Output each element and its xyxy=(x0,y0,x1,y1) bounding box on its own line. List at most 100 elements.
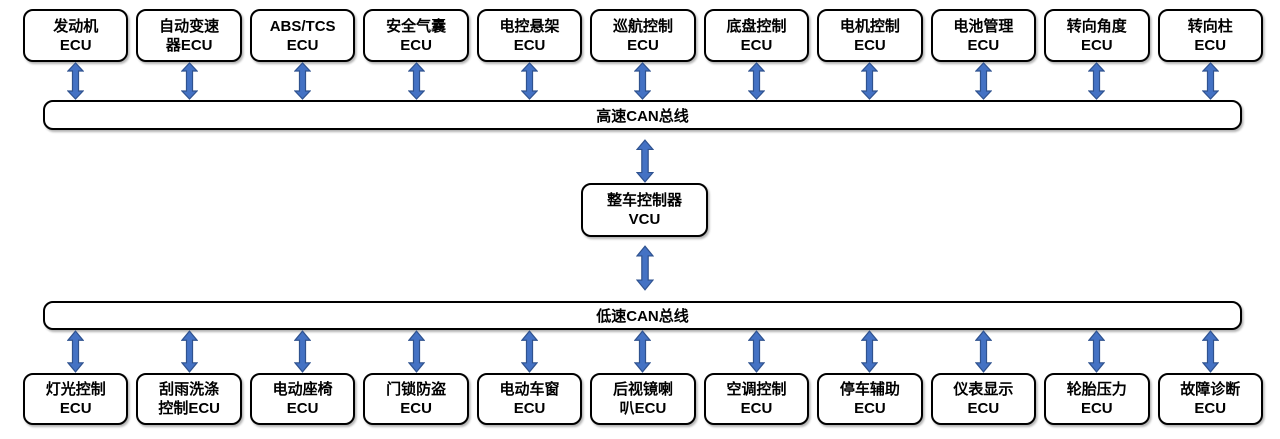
ecu-label-line: ECU xyxy=(286,400,319,417)
double-arrow-icon xyxy=(861,62,878,100)
double-arrow-icon xyxy=(67,62,84,100)
ecu-label-line: 底盘控制 xyxy=(726,17,787,35)
double-arrow-icon xyxy=(975,330,992,373)
ecu-column: 灯光控制 ECU xyxy=(23,330,129,425)
ecu-box: 灯光控制 ECU xyxy=(23,373,129,425)
double-arrow-icon xyxy=(748,62,765,100)
ecu-label-line: 电动座椅 xyxy=(272,381,333,398)
ecu-label-line: ABS/TCS xyxy=(269,17,336,35)
ecu-label-line: ECU xyxy=(513,400,546,417)
ecu-label-line: ECU xyxy=(59,400,92,417)
ecu-label-line: 器ECU xyxy=(165,36,213,54)
ecu-label-line: 空调控制 xyxy=(726,381,787,398)
ecu-label-line: ECU xyxy=(740,400,773,417)
ecu-column: 故障诊断 ECU xyxy=(1157,330,1263,425)
high-speed-can-bus-label: 高速CAN总线 xyxy=(596,107,689,125)
ecu-box: 后视镜喇叭ECU xyxy=(590,373,696,425)
ecu-label-line: ECU xyxy=(740,36,773,54)
double-arrow-icon xyxy=(636,245,654,291)
ecu-label-line: 电池管理 xyxy=(953,17,1014,35)
ecu-label-line: 电控悬架 xyxy=(499,17,560,35)
ecu-label-line: 门锁防盗 xyxy=(386,381,447,398)
vcu-label-line1: 整车控制器 xyxy=(606,192,682,209)
ecu-box: 轮胎压力 ECU xyxy=(1044,373,1150,425)
ecu-box: 故障诊断 ECU xyxy=(1157,373,1263,425)
double-arrow-icon xyxy=(521,62,538,100)
low-speed-can-bus-label: 低速CAN总线 xyxy=(596,308,689,325)
ecu-label-line: ECU xyxy=(1194,36,1227,54)
ecu-label-line: 后视镜喇 xyxy=(612,381,673,398)
ecu-column: 轮胎压力 ECU xyxy=(1044,330,1150,425)
double-arrow-icon xyxy=(408,330,425,373)
ecu-label-line: 叭ECU xyxy=(619,400,667,417)
double-arrow-icon xyxy=(861,330,878,373)
ecu-label-line: 电动车窗 xyxy=(499,381,560,398)
low-speed-can-bus-bar: 低速CAN总线 xyxy=(43,301,1242,330)
double-arrow-icon xyxy=(67,330,84,373)
ecu-label-line: 转向角度 xyxy=(1066,17,1127,35)
ecu-box: 自动变速器ECU xyxy=(136,9,242,62)
double-arrow-icon xyxy=(181,330,198,373)
double-arrow-icon xyxy=(408,62,425,100)
ecu-box: 仪表显示 ECU xyxy=(930,373,1037,425)
double-arrow-icon xyxy=(1202,62,1219,100)
ecu-label-line: ECU xyxy=(627,36,659,54)
double-arrow-icon xyxy=(634,62,651,100)
ecu-box: 电动车窗 ECU xyxy=(476,373,583,425)
vcu-label-line2: VCU xyxy=(628,211,661,228)
ecu-label-line: 控制ECU xyxy=(158,400,221,417)
ecu-column: 后视镜喇叭ECU xyxy=(590,330,696,425)
ecu-box: 刮雨洗涤控制ECU xyxy=(136,373,242,425)
ecu-column: 空调控制 ECU xyxy=(703,330,810,425)
ecu-label-line: ECU xyxy=(1194,400,1227,417)
double-arrow-icon xyxy=(748,330,765,373)
ecu-label-line: ECU xyxy=(967,400,1000,417)
ecu-box: 空调控制 ECU xyxy=(703,373,810,425)
ecu-column: 电动座椅 ECU xyxy=(249,330,356,425)
ecu-label-line: 故障诊断 xyxy=(1180,381,1241,398)
double-arrow-icon xyxy=(521,330,538,373)
ecu-label-line: 刮雨洗涤 xyxy=(159,381,220,398)
ecu-column: 电动车窗 ECU xyxy=(476,330,583,425)
ecu-label-line: 轮胎压力 xyxy=(1066,381,1127,398)
ecu-label-line: ECU xyxy=(1080,36,1113,54)
ecu-label-line: 转向柱 xyxy=(1187,17,1233,35)
ecu-label-line: 仪表显示 xyxy=(953,381,1014,398)
ecu-label-line: ECU xyxy=(854,400,886,417)
double-arrow-icon xyxy=(634,330,651,373)
ecu-label-line: ECU xyxy=(400,36,432,54)
double-arrow-icon xyxy=(1088,62,1105,100)
ecu-label-line: ECU xyxy=(854,36,886,54)
ecu-label-line: ECU xyxy=(59,36,92,54)
double-arrow-icon xyxy=(975,62,992,100)
ecu-label-line: ECU xyxy=(1080,400,1113,417)
double-arrow-icon xyxy=(636,139,654,183)
vcu-branch: 整车控制器 VCU xyxy=(581,130,708,291)
ecu-label-line: 自动变速 xyxy=(159,17,220,35)
ecu-label-line: ECU xyxy=(286,36,319,54)
ecu-label-line: 灯光控制 xyxy=(45,381,106,398)
ecu-label-line: 安全气囊 xyxy=(386,17,447,35)
